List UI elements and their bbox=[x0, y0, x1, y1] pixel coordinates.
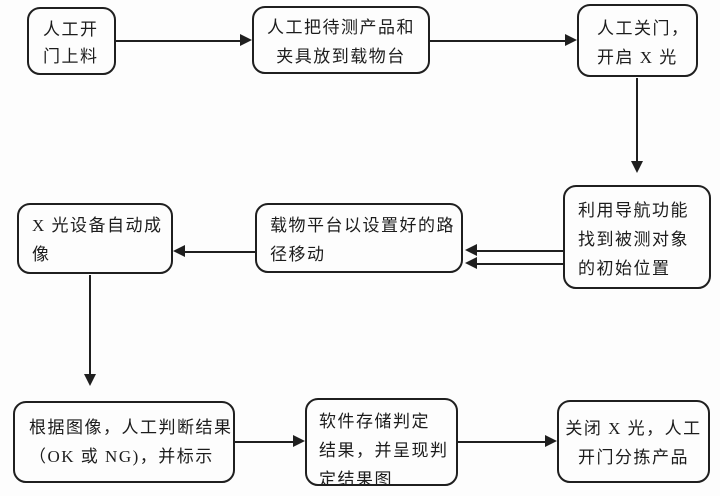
flow-node-place-product-on-stage: 人工把待测产品和 夹具放到载物台 bbox=[252, 6, 430, 74]
flow-node-software-store-result: 软件存储判定 结果，并呈现判 定结果图 bbox=[305, 398, 458, 486]
node-text-line: X 光设备自动成 bbox=[32, 216, 163, 235]
node-text-line: 开启 X 光 bbox=[597, 48, 678, 67]
node-text-line: 径移动 bbox=[270, 245, 326, 264]
node-text-line: 人工关门， bbox=[597, 19, 690, 38]
node-text-line: 载物平台以设置好的路 bbox=[270, 216, 455, 235]
node-text-line: 定结果图 bbox=[319, 470, 393, 486]
flow-node-open-door-load: 人工开 门上料 bbox=[27, 7, 116, 75]
arrowhead-right-icon bbox=[545, 435, 557, 447]
node-text-line: 关闭 X 光，人工 bbox=[565, 419, 702, 438]
connector-navigate-to-stagemove-upper bbox=[477, 250, 563, 252]
flow-node-close-door-xray-on: 人工关门， 开启 X 光 bbox=[577, 4, 698, 77]
connector-place-to-closedoor bbox=[430, 40, 566, 42]
arrowhead-left-icon bbox=[173, 245, 185, 257]
arrowhead-left-icon bbox=[465, 244, 477, 256]
arrowhead-right-icon bbox=[565, 34, 577, 46]
arrowhead-down-icon bbox=[84, 374, 96, 386]
connector-store-to-sort bbox=[458, 441, 546, 443]
node-text-line: 门上料 bbox=[43, 47, 99, 66]
flow-node-navigate-initial-position: 利用导航功能 找到被测对象 的初始位置 bbox=[563, 185, 711, 289]
node-text-line: 找到被测对象 bbox=[578, 230, 689, 249]
flow-node-manual-judge-result: 根据图像，人工判断结果 （OK 或 NG)，并标示 bbox=[13, 401, 235, 483]
node-text-line: 根据图像，人工判断结果 bbox=[29, 418, 233, 437]
node-text-line: 开门分拣产品 bbox=[578, 448, 689, 467]
connector-closedoor-to-navigate bbox=[636, 78, 638, 162]
node-text-line: 夹具放到载物台 bbox=[276, 47, 406, 66]
connector-stagemove-to-imaging bbox=[185, 251, 255, 253]
connector-judge-to-store bbox=[234, 441, 294, 443]
flow-node-stage-moves-preset-path: 载物平台以设置好的路 径移动 bbox=[255, 203, 463, 273]
node-text-line: 像 bbox=[32, 245, 51, 264]
arrowhead-right-icon bbox=[293, 435, 305, 447]
connector-load-to-place bbox=[115, 40, 241, 42]
connector-imaging-to-judge bbox=[89, 275, 91, 375]
arrowhead-down-icon bbox=[631, 161, 643, 173]
node-text-line: 人工把待测产品和 bbox=[267, 18, 415, 37]
flow-node-xray-auto-imaging: X 光设备自动成 像 bbox=[17, 203, 173, 274]
node-text-line: 软件存储判定 bbox=[319, 412, 430, 431]
node-text-line: 利用导航功能 bbox=[578, 201, 689, 220]
connector-navigate-to-stagemove-lower bbox=[477, 263, 563, 265]
node-text-line: 结果，并呈现判 bbox=[319, 441, 449, 460]
flow-node-xray-off-sort-product: 关闭 X 光，人工 开门分拣产品 bbox=[557, 400, 710, 483]
arrowhead-left-icon bbox=[465, 257, 477, 269]
node-text-line: 的初始位置 bbox=[578, 259, 671, 278]
node-text-line: （OK 或 NG)，并标示 bbox=[29, 447, 214, 466]
arrowhead-right-icon bbox=[240, 34, 252, 46]
node-text-line: 人工开 bbox=[43, 20, 99, 39]
